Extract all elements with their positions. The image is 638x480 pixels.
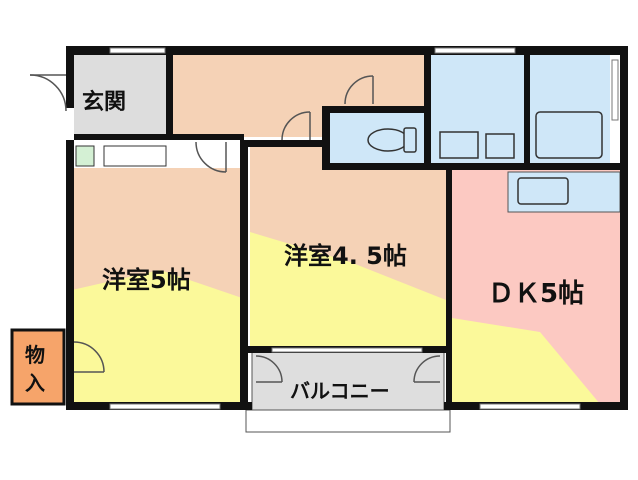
storage-box	[10, 328, 66, 406]
storage-label-bottom: 入	[25, 371, 45, 395]
doors	[29, 74, 441, 383]
closet-shelf-right	[103, 145, 167, 167]
genkan-label: 玄関	[82, 89, 126, 115]
balcony-rail	[245, 409, 451, 433]
washbasin-fixture	[439, 131, 479, 159]
kitchen-sink	[517, 177, 569, 205]
sunlight-dk	[452, 318, 600, 404]
windows	[109, 47, 619, 410]
bathtub-fixture	[535, 111, 603, 159]
genkan-floor	[74, 55, 172, 137]
balcony-label: バルコニー	[290, 379, 390, 403]
western-room-b-label: 洋室4. 5帖	[284, 242, 407, 270]
washing-machine-fixture	[485, 133, 515, 159]
closet-shelf-left	[75, 145, 95, 167]
western-room-a-label: 洋室5帖	[102, 266, 191, 294]
toilet-fixture	[367, 127, 417, 153]
storage-label-top: 物	[25, 343, 45, 367]
balcony-floor	[251, 351, 445, 417]
dk-label: ＤＫ5帖	[488, 279, 584, 309]
sunlight-a	[72, 270, 248, 404]
sunlight-b	[250, 232, 446, 350]
